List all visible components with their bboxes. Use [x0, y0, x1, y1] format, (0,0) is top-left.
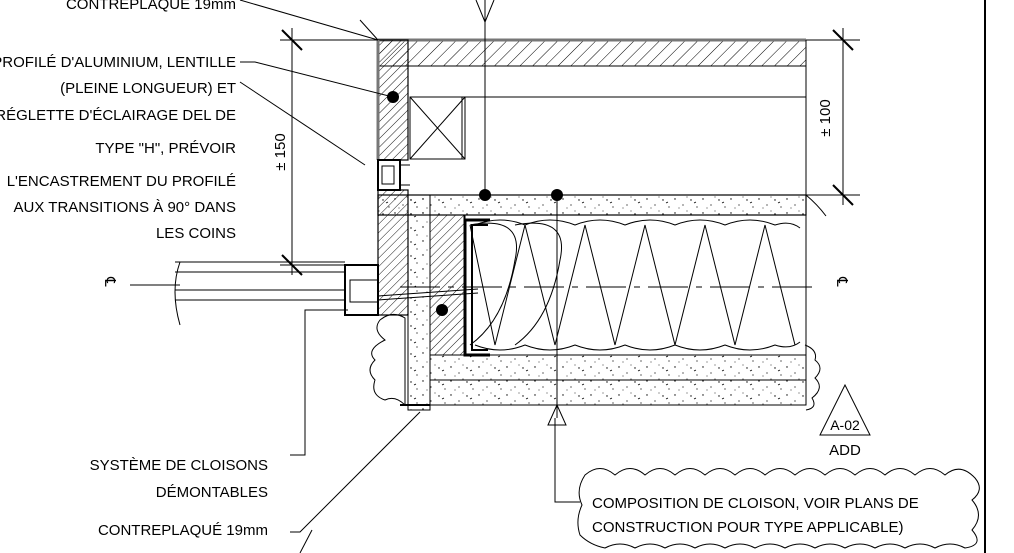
note-systeme: SYSTÈME DE CLOISONS DÉMONTABLES — [90, 457, 268, 501]
note-systeme-line-1: SYSTÈME DE CLOISONS — [90, 457, 268, 474]
dimension-left: ± 150 — [272, 28, 378, 276]
dimension-right-label: ± 100 — [817, 99, 834, 136]
centerline: ℄ ℄ — [101, 276, 850, 288]
dimension-left-label: ± 150 — [272, 133, 289, 170]
note-contreplaque-top: CONTREPLAQUÉ 19mm — [66, 0, 236, 13]
revision-number: A-02 — [830, 417, 860, 433]
batt-insulation — [464, 214, 807, 356]
centerline-symbol-right: ℄ — [833, 276, 850, 287]
ceiling-assembly — [377, 38, 807, 195]
revision-cloud-wall — [369, 314, 406, 407]
note-profile-line-6: AUX TRANSITIONS À 90° DANS — [14, 199, 236, 216]
note-profile-line-7: LES COINS — [156, 225, 236, 242]
revision-cloud-note — [577, 468, 980, 549]
note-profile-line-5: L'ENCASTREMENT DU PROFILÉ — [7, 173, 236, 190]
leader-lines — [239, 0, 580, 553]
note-composition: COMPOSITION DE CLOISON, VOIR PLANS DE CO… — [592, 495, 919, 536]
revision-tag: A-02 ADD — [819, 383, 871, 459]
note-profile-line-4: TYPE "H", PRÉVOIR — [95, 140, 236, 157]
note-profile: PROFILÉ D'ALUMINIUM, LENTILLE (PLEINE LO… — [0, 54, 236, 242]
leader-dots — [387, 91, 563, 316]
note-contreplaque-bottom: CONTREPLAQUÉ 19mm — [98, 522, 268, 539]
note-profile-line-3: RÉGLETTE D'ÉCLAIRAGE DEL DE — [0, 107, 236, 124]
revision-label: ADD — [829, 442, 861, 459]
aluminum-profile — [377, 159, 410, 191]
note-systeme-line-2: DÉMONTABLES — [156, 484, 268, 501]
top-gypsum-layer — [377, 194, 827, 217]
centerline-symbol-left: ℄ — [101, 276, 118, 287]
bottom-gypsum-layers — [400, 354, 807, 406]
note-composition-line-1: COMPOSITION DE CLOISON, VOIR PLANS DE — [592, 495, 919, 512]
note-composition-line-2: CONSTRUCTION POUR TYPE APPLICABLE) — [592, 519, 903, 536]
note-profile-line-2: (PLEINE LONGUEUR) ET — [60, 80, 236, 97]
glazing-frame — [174, 261, 479, 326]
note-profile-line-1: PROFILÉ D'ALUMINIUM, LENTILLE — [0, 54, 236, 71]
dimension-right: ± 100 — [806, 28, 860, 206]
